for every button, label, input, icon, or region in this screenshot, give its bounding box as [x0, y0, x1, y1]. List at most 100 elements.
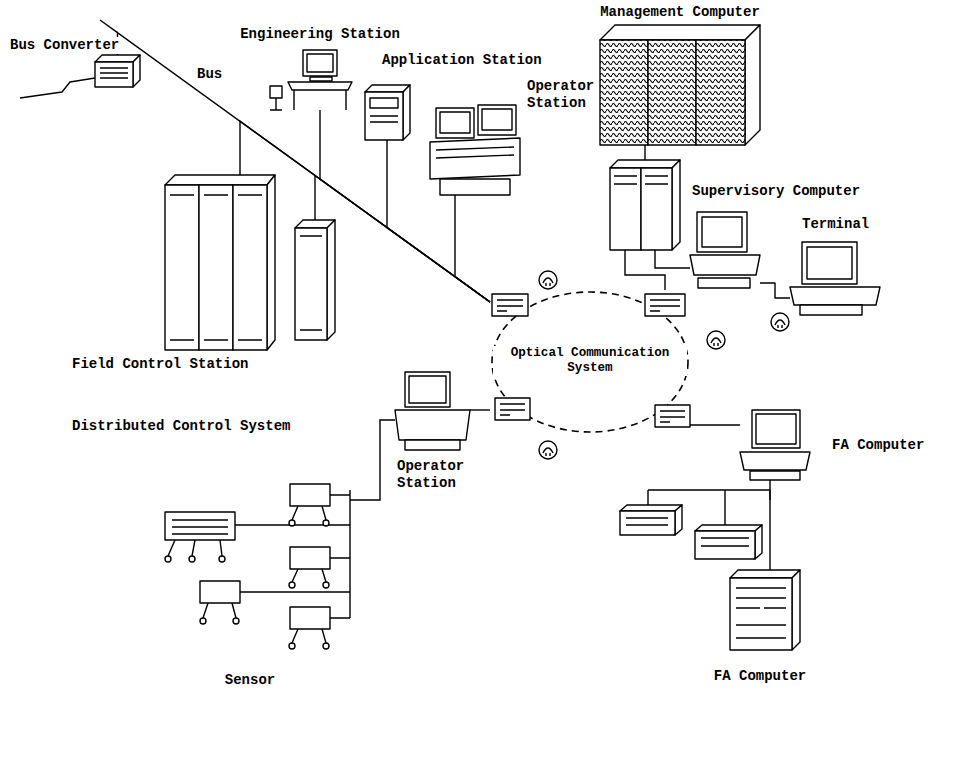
telephone-symbol	[707, 331, 725, 349]
converter-node: Bus Converter	[95, 55, 140, 87]
station-node: Operator Station	[395, 370, 470, 450]
sensor-figure	[290, 607, 330, 629]
optical-converter-figure	[492, 294, 690, 427]
optical-converter-figure	[660, 411, 685, 422]
node-label: Management Computer	[598, 4, 762, 21]
sensor-figure	[289, 643, 295, 649]
field-control-station-figure	[327, 220, 335, 340]
bus-line	[100, 20, 118, 33]
optical-converter-figure	[650, 300, 680, 311]
station-node: Field Control Station	[165, 175, 275, 350]
engineering-station-figure	[270, 98, 282, 110]
node-label: Application Station	[380, 52, 544, 69]
sensor-figure	[189, 556, 195, 562]
network-cable	[240, 121, 490, 302]
fa-computer-figure	[752, 410, 800, 448]
fa-computer-cluster-figure	[620, 511, 675, 535]
node-label: Bus Converter	[8, 37, 121, 54]
operator-station-figure	[440, 179, 510, 195]
engineering-station-figure	[307, 54, 333, 72]
field-control-station-figure	[165, 175, 275, 185]
network-cable	[360, 420, 395, 500]
node-label: Supervisory Computer	[690, 183, 862, 200]
sensor-node: Sensor	[150, 470, 360, 665]
sensor-figure	[350, 490, 360, 618]
application-station-figure	[365, 85, 410, 140]
operator-station-figure	[482, 109, 512, 130]
fa-computer-cluster-figure	[755, 525, 762, 559]
station-node: Application Station	[365, 85, 410, 140]
sensor-figure	[165, 484, 360, 649]
field-control-station-figure	[295, 228, 327, 340]
fa-computer-cluster-figure	[730, 570, 800, 578]
node-label: Engineering Station	[238, 26, 402, 43]
bus-converter-figure	[20, 78, 95, 98]
telephone-symbol	[543, 448, 553, 456]
sensor-figure	[219, 556, 225, 562]
management-computer-figure	[600, 25, 760, 40]
ring-hardware	[492, 271, 789, 459]
telephone-symbol	[539, 271, 557, 289]
sensor-figure	[289, 582, 295, 588]
station-node: Engineering Station	[288, 50, 352, 110]
sensor-figure	[233, 618, 239, 624]
fa-computer-cluster-figure	[675, 505, 682, 535]
operator-station-figure	[440, 112, 470, 133]
fa-computer-figure	[740, 452, 810, 470]
engineering-station-figure	[303, 50, 337, 76]
field-control-station-figure	[165, 175, 335, 350]
terminal-figure	[800, 305, 862, 315]
sensor-figure	[168, 506, 326, 643]
lower-operator-station-figure	[395, 372, 470, 450]
fa-computer-cluster-figure	[620, 490, 800, 650]
node-label: Operator Station	[525, 78, 596, 112]
node-label: Field Control Station	[70, 356, 250, 373]
node-label: Terminal	[800, 216, 871, 233]
engineering-station-figure	[270, 86, 282, 98]
operator-station-figure	[430, 138, 520, 179]
fa-computer-cluster-figure	[730, 578, 792, 650]
computer-node: FA Computer	[615, 500, 805, 655]
lower-operator-station-figure	[405, 372, 450, 407]
terminal-figure	[690, 255, 760, 275]
field-control-station-figure	[267, 175, 275, 350]
supervisory-computer-figure	[610, 160, 680, 168]
node-label: Optical Communication System	[493, 346, 687, 376]
network-cable	[690, 424, 740, 425]
supervisory-computer-figure	[672, 160, 680, 250]
lower-operator-station-figure	[395, 410, 470, 440]
field-control-station-figure	[199, 185, 233, 350]
application-station-figure	[370, 116, 398, 122]
terminal-figure	[790, 287, 880, 305]
engineering-station-figure	[294, 90, 346, 110]
sensor-figure	[165, 556, 171, 562]
optical-converter-figure	[497, 300, 523, 311]
operator-station-figure	[430, 105, 520, 195]
node-label: Operator Station	[395, 458, 470, 492]
management-computer-figure	[600, 40, 648, 145]
lower-operator-station-figure	[409, 376, 446, 403]
engineering-station-figure	[288, 82, 352, 90]
node-label: Sensor	[223, 672, 277, 689]
bus-converter-figure	[133, 55, 140, 87]
management-computer-figure	[696, 40, 745, 145]
bus-label: Bus	[195, 66, 224, 83]
sensor-figure	[290, 484, 330, 506]
terminal-figure	[697, 212, 747, 252]
fa-computer-cluster-figure	[626, 518, 668, 525]
sensor-figure	[323, 520, 329, 526]
operator-station-figure	[478, 105, 516, 135]
bus-line	[100, 20, 118, 33]
network-cable	[470, 409, 490, 410]
field-control-station-figure	[165, 185, 199, 350]
terminal-figure	[698, 278, 750, 288]
sensor-figure	[172, 520, 228, 534]
sensor-figure	[200, 581, 240, 603]
fa-computer-cluster-figure	[792, 570, 800, 650]
network-cable	[118, 33, 491, 302]
network-cable	[455, 195, 490, 302]
plant-illustration	[20, 20, 880, 650]
sensor-figure	[323, 582, 329, 588]
